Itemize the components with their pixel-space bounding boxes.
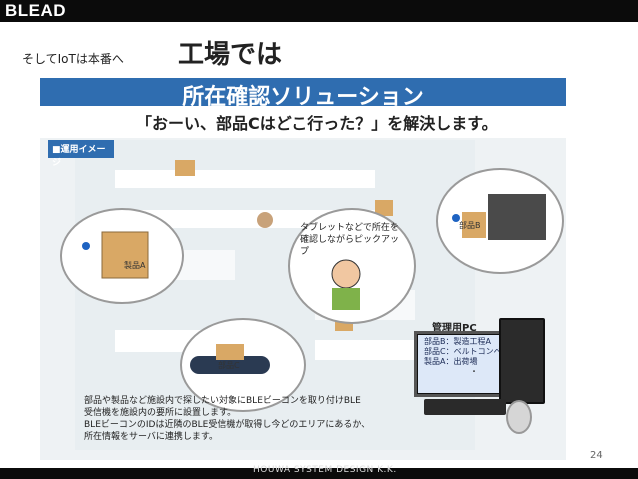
bubble-conveyor [180, 318, 306, 412]
box-icon [82, 231, 149, 279]
shelf-row-6 [315, 340, 415, 360]
worker-icon [257, 212, 273, 228]
part-b-label: 部品B [459, 221, 481, 230]
keyboard-icon [424, 399, 506, 415]
solution-banner: 所在確認ソリューション [40, 78, 566, 110]
description-text: 部品や製品など施設内で探したい対象にBLEビーコンを取り付けBLE 受信機を施設… [84, 395, 419, 443]
cardboard-box [175, 160, 195, 176]
footer-bar [0, 468, 638, 479]
description-line: 所在情報をサーバに連携します。 [84, 432, 219, 442]
bubble-product-box [60, 208, 184, 304]
beacon-icon [452, 214, 460, 222]
shelf-row-1 [115, 170, 375, 188]
pc-status-line: 部品B：製造工程A [424, 337, 491, 346]
cardboard-box [375, 200, 393, 216]
pc-status-line: 製品A：出荷場 [424, 357, 478, 366]
conveyor-icon [190, 344, 270, 374]
bubble-storage [436, 168, 564, 274]
footer-text: HOUWA SYSTEM DESIGN K.K. [253, 465, 397, 475]
mouse-icon [506, 400, 532, 434]
bubble-caption: タブレットなどで所在を確認しながらピックアップ [300, 223, 400, 257]
description-line: 部品や製品など施設内で探したい対象にBLEビーコンを取り付けBLE [84, 396, 361, 406]
top-bar: BLEAD [0, 0, 638, 22]
admin-pc-title: 管理用PC [432, 323, 477, 334]
pc-tower-icon [499, 318, 545, 404]
description-line: BLEビーコンのIDは近隣のBLE受信機が取得し今どのエリアにあるか、 [84, 420, 371, 430]
banner-text: 所在確認ソリューション [182, 85, 424, 110]
storage-rack-icon [452, 194, 546, 240]
question-text: 「おーい、部品Cはどこ行った？」を解決します。 [136, 114, 498, 133]
worker-with-tablet-icon [331, 259, 361, 310]
bubble-worker [288, 208, 416, 324]
usage-image-label: ■運用イメージ [48, 140, 114, 168]
pc-ellipsis: ・ [470, 367, 478, 376]
slide-subtitle: そしてIoTは本番へ [22, 52, 124, 66]
brand-logo: BLEAD [5, 1, 67, 20]
part-c-label: 部品C [218, 361, 240, 370]
description-line: 受信機を施設内の要所に設置します。 [84, 408, 237, 418]
product-label: 製品A [124, 261, 146, 270]
beacon-icon [82, 242, 90, 250]
pc-status-line: 部品C：ベルトコンベア [424, 347, 510, 356]
slide-title: 工場では [178, 40, 283, 70]
page-number: 24 [590, 450, 603, 461]
